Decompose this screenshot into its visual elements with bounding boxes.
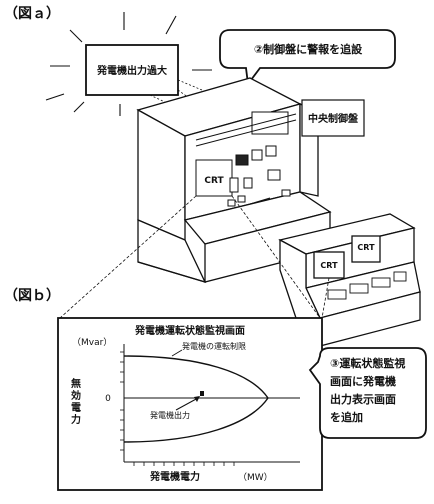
x-unit: （MW） (238, 472, 273, 483)
y-axis-char: 無 (71, 377, 81, 390)
zoom-leader-lines (59, 195, 330, 319)
callout-3-line: 出力表示画面 (330, 392, 396, 406)
callout-3-bubble (308, 347, 427, 439)
operating-limit-curve (123, 355, 269, 443)
point-label: 発電機出力 (150, 410, 190, 420)
room-label-box (301, 99, 365, 137)
callout-2-text: ②制御盤に警報を追設 (254, 42, 363, 56)
crt-right-label: CRT (357, 243, 375, 252)
alarm-text: 発電機出力過大 (96, 64, 167, 77)
y-axis-char: 電 (71, 402, 81, 414)
callout-3-line: を追加 (330, 410, 363, 424)
y-zero-tick: 0 (105, 394, 111, 404)
callout-3-text: ③運転状態監視 画面に発電機 出力表示画面 を追加 (330, 356, 405, 424)
callout-2-bubble (219, 29, 396, 87)
point-arrowhead (194, 396, 200, 402)
fig-b-label: （図ｂ） (4, 288, 60, 304)
y-ticks (120, 351, 124, 451)
x-axis-label: 発電機電力 (149, 470, 200, 483)
generator-output-point (200, 391, 204, 396)
y-axis-char: 力 (71, 413, 81, 426)
x-ticks (133, 462, 235, 466)
monitor-screen-frame (57, 317, 323, 491)
curve-label-leader (171, 349, 183, 357)
fig-a-label: （図ａ） (4, 6, 60, 22)
screen-title: 発電機運転状態監視画面 (134, 324, 245, 337)
y-unit: （Mvar） (72, 337, 112, 348)
callout-3-line: 画面に発電機 (330, 374, 396, 388)
callout-3-line: ③運転状態監視 (330, 356, 405, 370)
point-arrow (175, 397, 199, 411)
room-label: 中央制御盤 (308, 112, 359, 125)
crt-left-label: CRT (320, 261, 338, 270)
crt-main-label: CRT (204, 176, 224, 186)
console-keys (327, 271, 407, 300)
y-axis-char: 効 (71, 389, 81, 402)
curve-label: 発電機の運転制限 (182, 341, 246, 351)
alarm-burst-rays (45, 12, 212, 116)
panel-details (195, 111, 297, 207)
y-axis-label: 無 効 電 力 (71, 377, 81, 426)
alarm-box (85, 44, 179, 96)
